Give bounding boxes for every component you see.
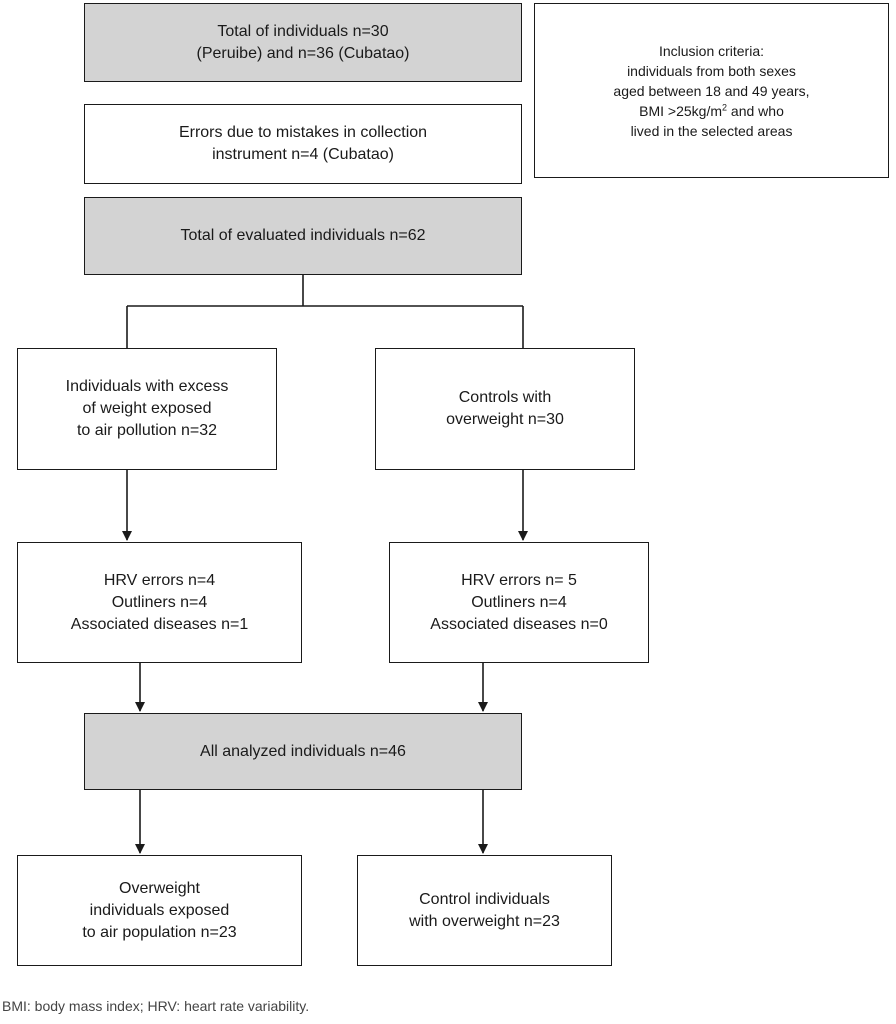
control-outliners: Outliners n=4 bbox=[471, 593, 567, 611]
total-evaluated-box: Total of evaluated individuals n=62 bbox=[84, 197, 522, 275]
collection-errors-box: Errors due to mistakes in collection ins… bbox=[84, 104, 522, 184]
inclusion-criteria-line-areas: lived in the selected areas bbox=[630, 122, 793, 139]
total-evaluated-line-1: Total of evaluated individuals n=62 bbox=[180, 227, 426, 244]
inclusion-criteria-line-age: aged between 18 and 49 years, bbox=[613, 82, 810, 99]
control-exclusions-box: HRV errors n= 5 Outliners n=4 Associated… bbox=[389, 542, 649, 663]
control-final-line-2: with overweight n=23 bbox=[409, 912, 560, 930]
exposed-final-line-2: individuals exposed bbox=[89, 901, 230, 919]
total-individuals-line-1: Total of individuals n=30 bbox=[217, 22, 389, 40]
collection-errors-line-1: Errors due to mistakes in collection bbox=[178, 124, 428, 141]
exposed-final-box: Overweight individuals exposed to air po… bbox=[17, 855, 302, 966]
total-individuals-line-2: (Peruibe) and n=36 (Cubatao) bbox=[196, 44, 410, 62]
exposed-hrv-errors: HRV errors n=4 bbox=[103, 571, 216, 589]
all-analyzed-line-1: All analyzed individuals n=46 bbox=[200, 742, 406, 760]
inclusion-criteria-box: Inclusion criteria: individuals from bot… bbox=[534, 3, 889, 178]
inclusion-criteria-bmi-text: BMI >25kg/m bbox=[639, 102, 723, 119]
control-hrv-errors: HRV errors n= 5 bbox=[461, 571, 577, 589]
inclusion-criteria-bmi-suffix: and who bbox=[730, 102, 784, 119]
control-final-line-1: Control individuals bbox=[419, 890, 550, 908]
exposed-group-box: Individuals with excess of weight expose… bbox=[17, 348, 277, 470]
collection-errors-line-2: instrument n=4 (Cubatao) bbox=[212, 146, 394, 163]
exposed-group-line-3: to air pollution n=32 bbox=[76, 422, 218, 439]
abbreviations-footnote: BMI: body mass index; HRV: heart rate va… bbox=[2, 998, 310, 1014]
exposed-group-line-2: of weight exposed bbox=[82, 400, 212, 417]
inclusion-criteria-line-sexes: individuals from both sexes bbox=[627, 62, 796, 79]
total-individuals-box: Total of individuals n=30 (Peruibe) and … bbox=[84, 3, 522, 82]
inclusion-criteria-line-bmi: BMI >25kg/m2 and who bbox=[639, 101, 784, 121]
exposed-final-line-3: to air population n=23 bbox=[82, 923, 237, 941]
inclusion-criteria-heading: Inclusion criteria: bbox=[658, 42, 765, 59]
exposed-final-line-1: Overweight bbox=[119, 879, 200, 897]
control-group-line-2: overweight n=30 bbox=[446, 411, 564, 428]
control-group-line-1: Controls with bbox=[458, 389, 552, 406]
control-group-box: Controls with overweight n=30 bbox=[375, 348, 635, 470]
all-analyzed-box: All analyzed individuals n=46 bbox=[84, 713, 522, 790]
inclusion-criteria-bmi-superscript: 2 bbox=[722, 101, 728, 112]
exposed-outliners: Outliners n=4 bbox=[111, 593, 208, 611]
exposed-exclusions-box: HRV errors n=4 Outliners n=4 Associated … bbox=[17, 542, 302, 663]
control-final-box: Control individuals with overweight n=23 bbox=[357, 855, 612, 966]
control-associated-diseases: Associated diseases n=0 bbox=[430, 615, 608, 633]
exposed-associated-diseases: Associated diseases n=1 bbox=[70, 615, 249, 633]
exposed-group-line-1: Individuals with excess bbox=[65, 378, 229, 395]
